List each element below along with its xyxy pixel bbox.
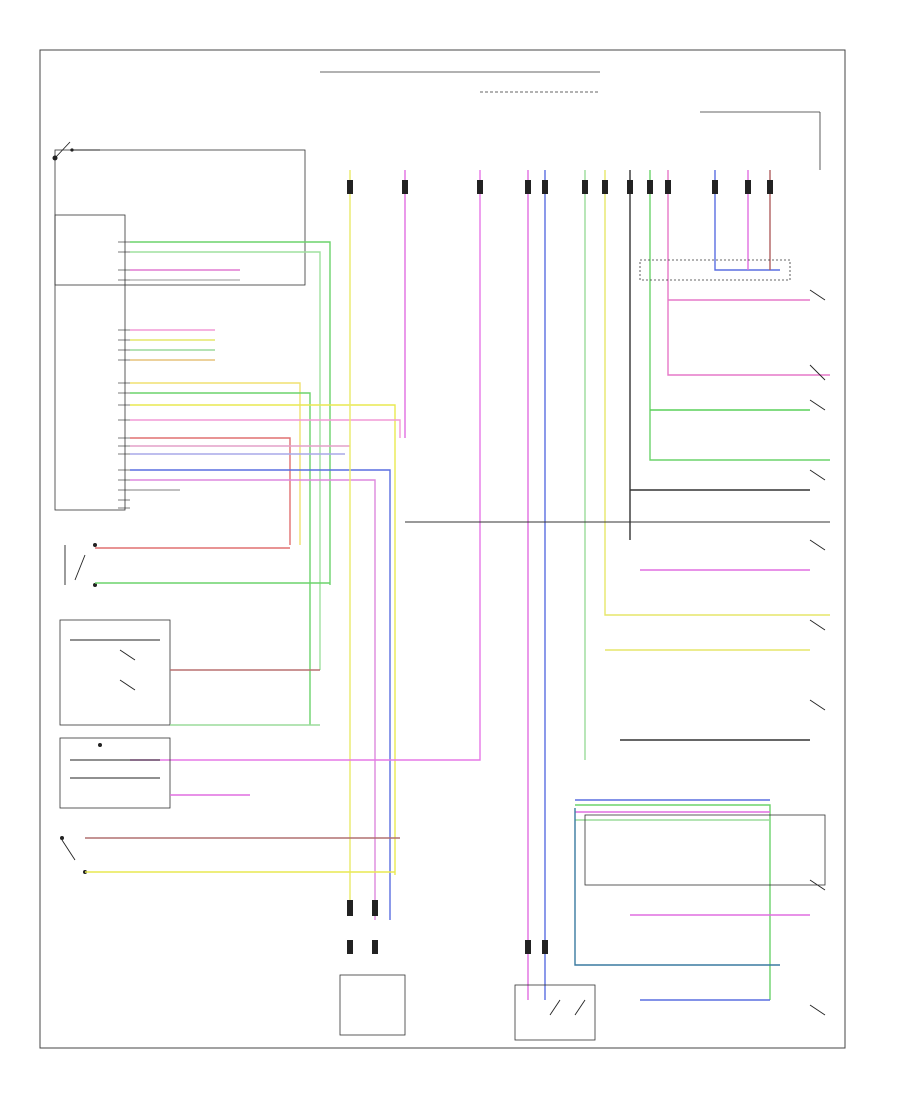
hood-switch bbox=[60, 836, 400, 874]
seatbelt-switch-block bbox=[59, 737, 250, 809]
main-vertical-wires bbox=[130, 170, 830, 1000]
oil-pressure-switch bbox=[52, 141, 100, 161]
top-supply-bar bbox=[320, 71, 821, 170]
bottom-modules bbox=[339, 974, 596, 1041]
door-switches-right bbox=[605, 259, 826, 1016]
diagram-frame bbox=[39, 49, 846, 1049]
cluster-wires bbox=[130, 241, 401, 920]
parking-brake-switch bbox=[64, 543, 330, 587]
connector-marks bbox=[347, 180, 773, 954]
bcm-connector-bundle bbox=[574, 799, 826, 1001]
fuel-pump-module bbox=[59, 619, 320, 726]
instrument-cluster bbox=[54, 149, 306, 511]
cluster-pin-stubs bbox=[118, 241, 130, 509]
